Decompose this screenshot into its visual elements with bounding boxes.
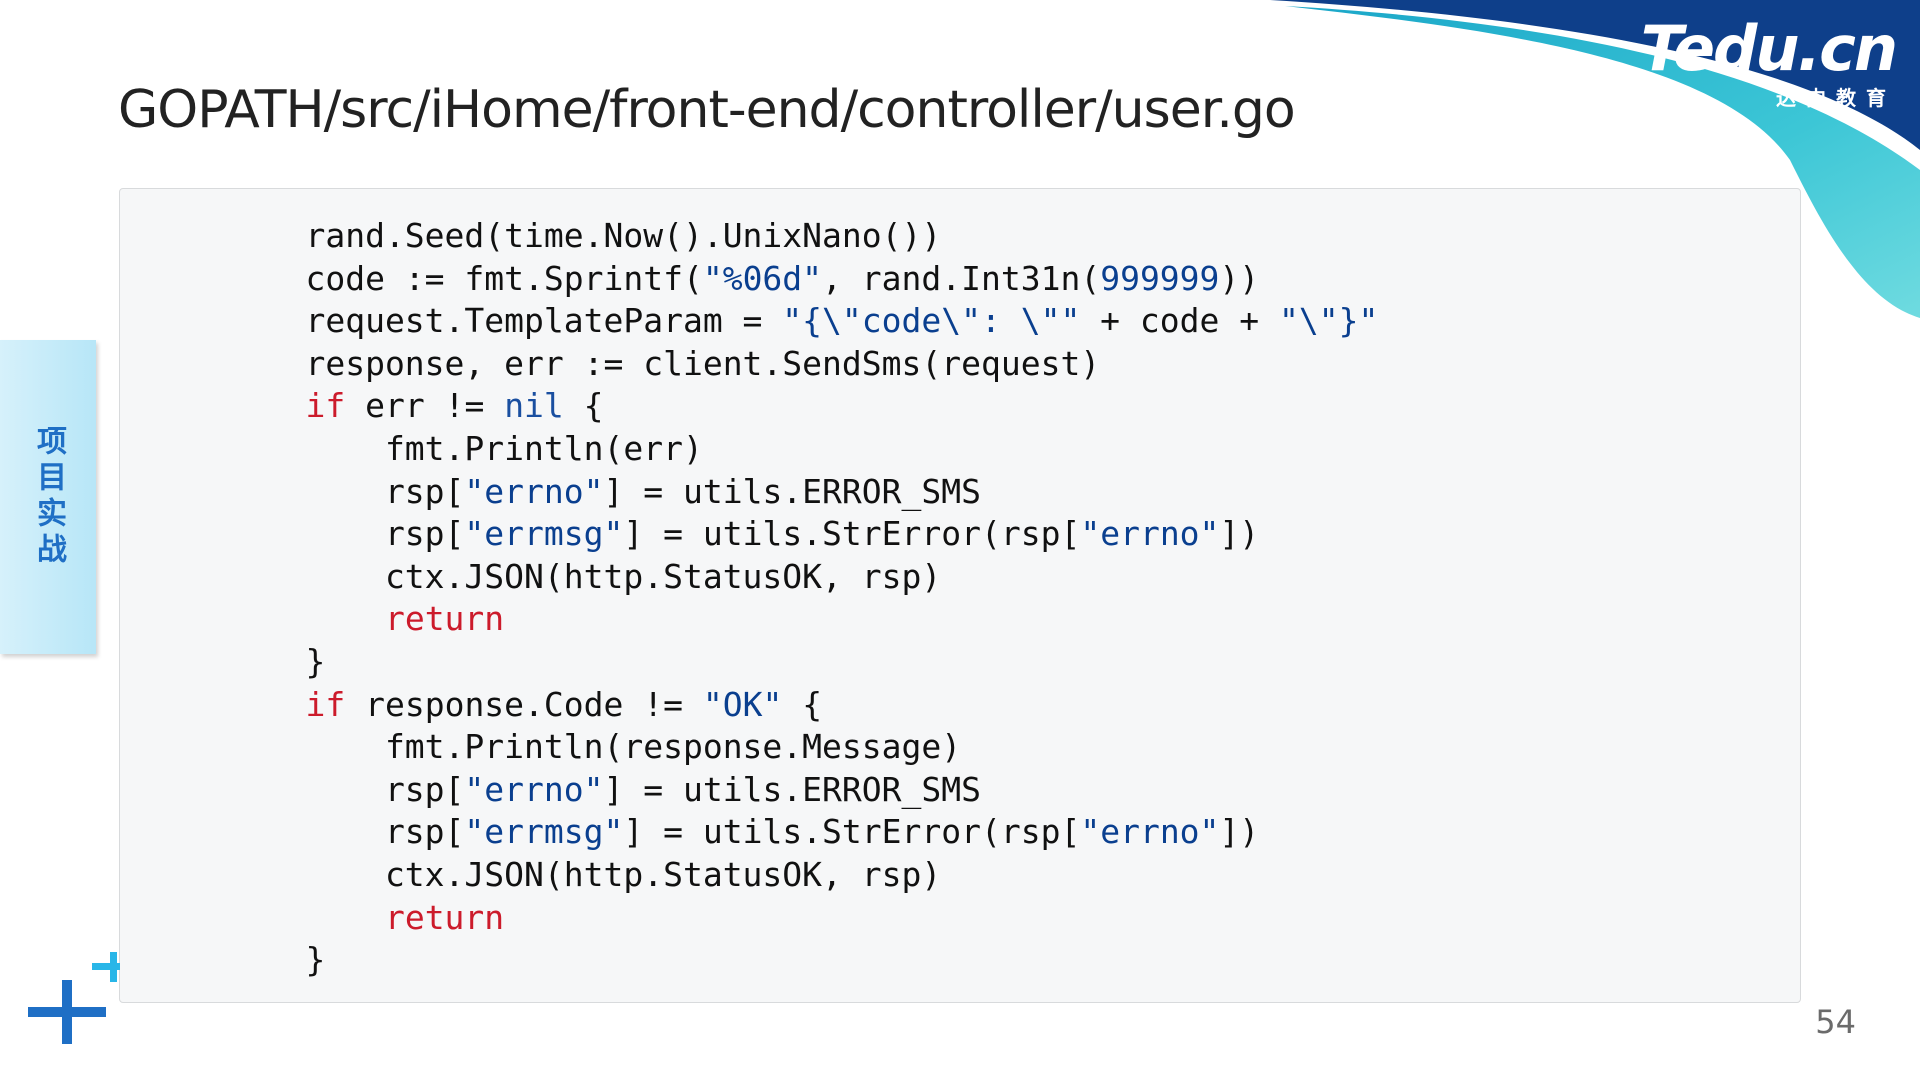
code-token: 999999 bbox=[1100, 258, 1220, 298]
code-token: "OK" bbox=[702, 684, 783, 724]
code-line: code := fmt.Sprintf("%06d", rand.Int31n(… bbox=[226, 258, 1378, 301]
logo-subtitle: 达内教育 bbox=[1776, 86, 1896, 110]
code-token: return bbox=[384, 599, 505, 639]
code-token: rand.Seed(time.Now().UnixNano()) bbox=[226, 216, 942, 255]
plus-large-icon bbox=[28, 980, 106, 1044]
code-token: "errno" bbox=[464, 471, 604, 511]
code-token: "errno" bbox=[464, 769, 604, 809]
code-token: ] = utils.StrError(rsp[ bbox=[623, 514, 1081, 554]
code-line: rsp["errmsg"] = utils.StrError(rsp["errn… bbox=[226, 513, 1378, 556]
code-line: } bbox=[226, 641, 1378, 684]
page-title: GOPATH/src/iHome/front-end/controller/us… bbox=[118, 80, 1296, 140]
code-line: request.TemplateParam = "{\"code\": \"" … bbox=[226, 300, 1378, 343]
code-token: rsp[ bbox=[226, 769, 465, 809]
code-token: response, err := client.SendSms(request) bbox=[226, 343, 1101, 383]
code-token: "errno" bbox=[1080, 514, 1220, 554]
code-token: } bbox=[226, 940, 326, 980]
code-line: return bbox=[226, 897, 1378, 940]
code-token: "\"}" bbox=[1279, 301, 1379, 341]
code-token: ]) bbox=[1219, 514, 1260, 554]
code-token: rsp[ bbox=[226, 812, 465, 852]
code-line: ctx.JSON(http.StatusOK, rsp) bbox=[226, 556, 1378, 599]
side-section-tab: 项目实战 bbox=[0, 340, 96, 654]
code-token: rsp[ bbox=[226, 471, 465, 511]
code-line: if err != nil { bbox=[226, 385, 1378, 428]
corner-wave-dark bbox=[1270, 0, 1920, 150]
code-token: ] = utils.StrError(rsp[ bbox=[623, 812, 1081, 852]
plus-small-icon bbox=[92, 952, 120, 982]
logo-text: Tedu.cn bbox=[1640, 12, 1898, 85]
page-number: 54 bbox=[1815, 1003, 1856, 1041]
code-line: if response.Code != "OK" { bbox=[226, 684, 1378, 727]
code-token: code := fmt.Sprintf( bbox=[226, 258, 703, 298]
code-token: "errmsg" bbox=[464, 514, 624, 554]
code-token: ] = utils.ERROR_SMS bbox=[603, 769, 982, 809]
code-token: { bbox=[563, 386, 604, 426]
code-token bbox=[226, 685, 305, 724]
code-token: if bbox=[305, 386, 346, 426]
code-token: nil bbox=[504, 386, 564, 426]
code-line: rsp["errno"] = utils.ERROR_SMS bbox=[226, 769, 1378, 812]
code-token: ] = utils.ERROR_SMS bbox=[603, 471, 982, 511]
code-token: response.Code != bbox=[345, 684, 703, 724]
code-token: )) bbox=[1219, 258, 1260, 298]
code-token: ]) bbox=[1219, 812, 1260, 852]
code-block: rand.Seed(time.Now().UnixNano()) code :=… bbox=[119, 188, 1801, 1003]
code-token: "errmsg" bbox=[464, 812, 624, 852]
code-line: rsp["errno"] = utils.ERROR_SMS bbox=[226, 471, 1378, 514]
code-token: "{\"code\": \"" bbox=[782, 301, 1081, 341]
code-token bbox=[226, 599, 385, 638]
code-token: { bbox=[782, 684, 823, 724]
code-line: } bbox=[226, 939, 1378, 982]
code-token: err != bbox=[345, 386, 505, 426]
code-token bbox=[226, 386, 305, 425]
code-token: "errno" bbox=[1080, 812, 1220, 852]
code-line: response, err := client.SendSms(request) bbox=[226, 343, 1378, 386]
code-token: fmt.Println(err) bbox=[226, 428, 703, 468]
code-line: return bbox=[226, 598, 1378, 641]
code-line: rsp["errmsg"] = utils.StrError(rsp["errn… bbox=[226, 811, 1378, 854]
code-token: + code + bbox=[1080, 301, 1279, 341]
code-token bbox=[226, 898, 385, 937]
code-token: request.TemplateParam = bbox=[226, 301, 783, 341]
code-line: fmt.Println(err) bbox=[226, 428, 1378, 471]
code-line: fmt.Println(response.Message) bbox=[226, 726, 1378, 769]
code-token: "%06d" bbox=[702, 258, 823, 298]
code-token: return bbox=[384, 897, 505, 937]
code-token: rsp[ bbox=[226, 514, 465, 554]
brand-logo: Tedu.cn 达内教育 bbox=[1640, 12, 1898, 111]
side-tab-label: 项目实战 bbox=[31, 425, 66, 569]
code-token: ctx.JSON(http.StatusOK, rsp) bbox=[226, 556, 942, 596]
code-token: , rand.Int31n( bbox=[822, 258, 1101, 298]
code-token: } bbox=[226, 641, 326, 681]
code-line: ctx.JSON(http.StatusOK, rsp) bbox=[226, 854, 1378, 897]
code-token: fmt.Println(response.Message) bbox=[226, 727, 962, 767]
code-token: if bbox=[305, 684, 346, 724]
code-listing: rand.Seed(time.Now().UnixNano()) code :=… bbox=[226, 215, 1378, 982]
code-line: rand.Seed(time.Now().UnixNano()) bbox=[226, 215, 1378, 258]
corner-wave-teal bbox=[1285, 6, 1920, 318]
code-token: ctx.JSON(http.StatusOK, rsp) bbox=[226, 854, 942, 894]
